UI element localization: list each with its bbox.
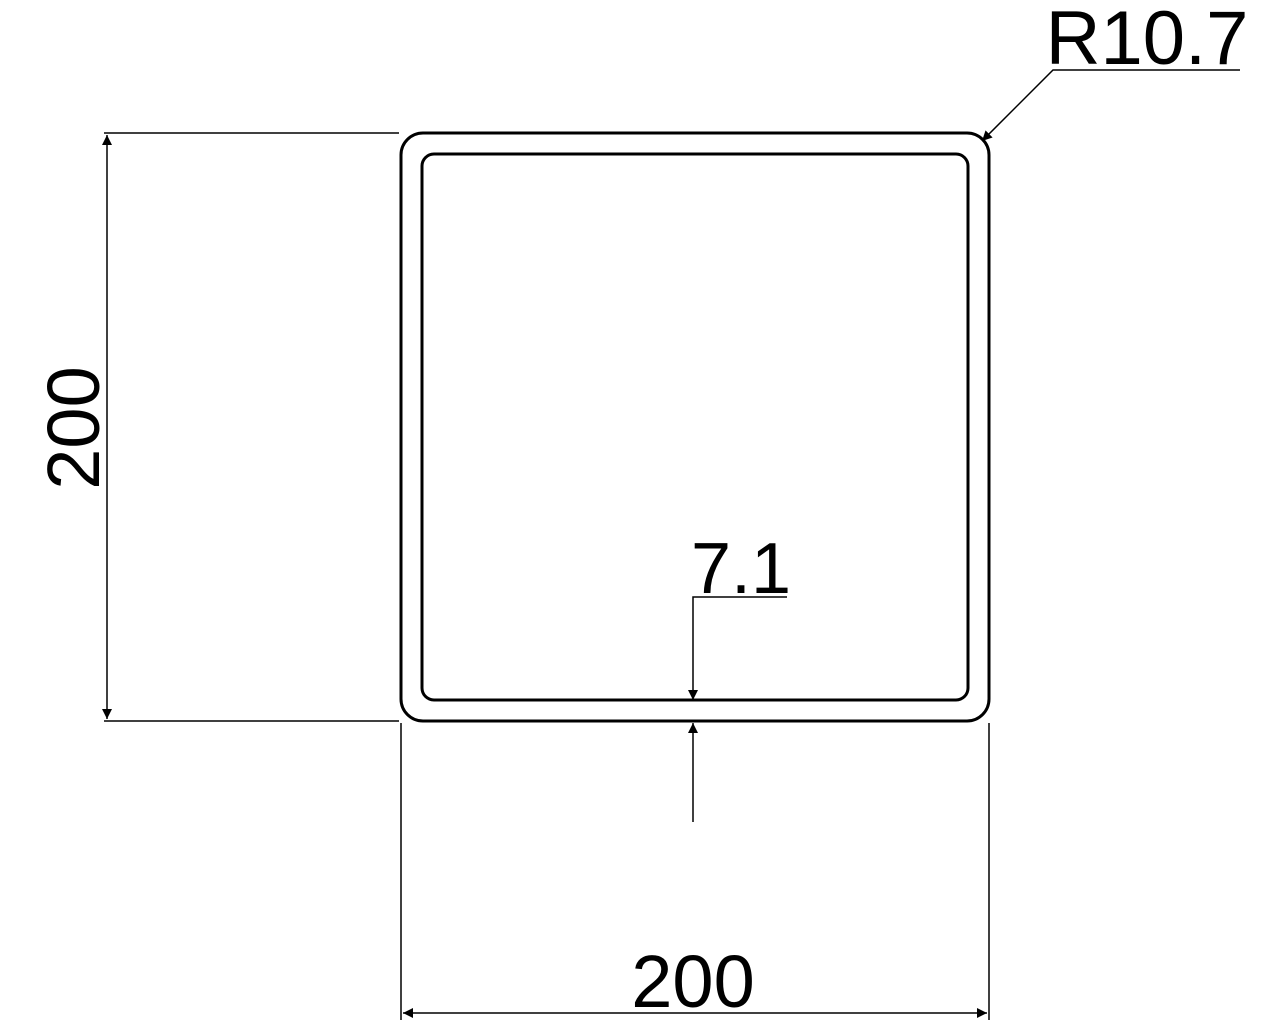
inner-profile	[420, 152, 970, 702]
radius-dimension-text: R10.7	[1046, 0, 1249, 81]
width-dimension-text: 200	[631, 940, 754, 1023]
thickness-leader	[688, 596, 787, 822]
radius-leader	[981, 69, 1240, 142]
outer-profile	[399, 131, 991, 723]
thickness-dimension-text: 7.1	[691, 529, 791, 609]
height-dimension-text: 200	[32, 366, 115, 489]
